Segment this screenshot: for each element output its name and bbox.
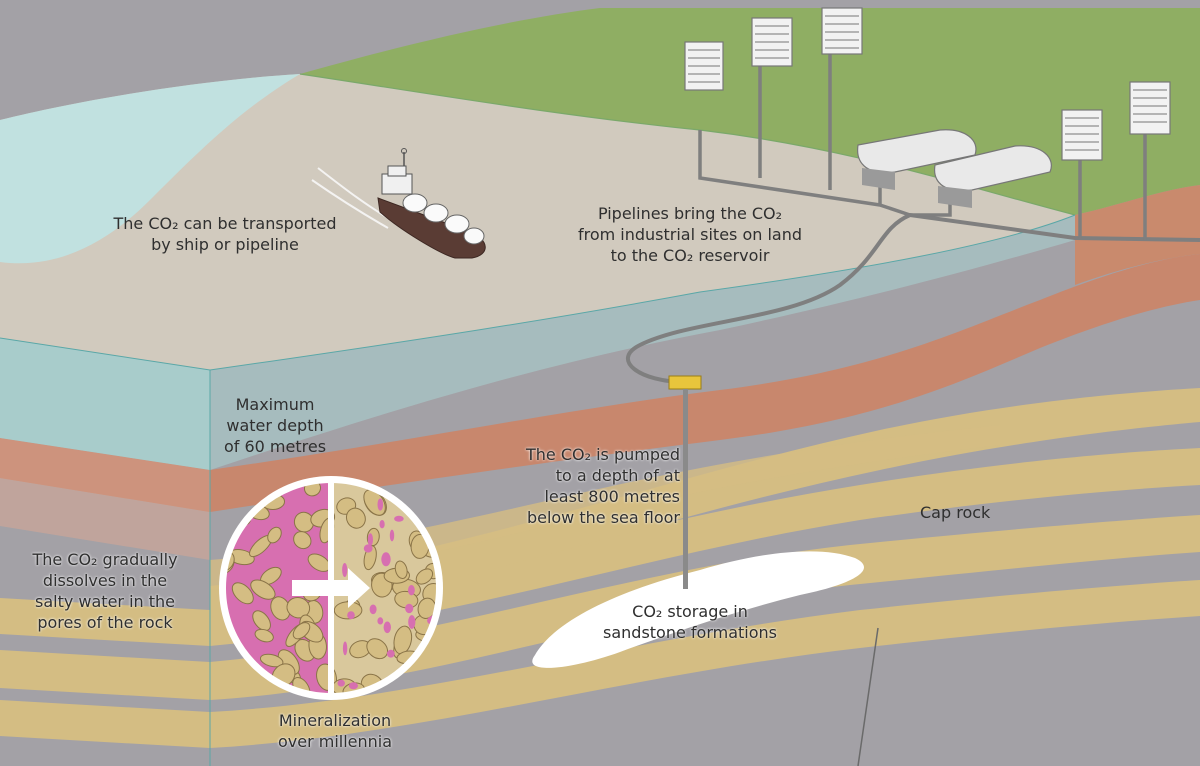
pipelines-label-line-1: Pipelines bring the CO₂: [597, 204, 783, 223]
water-depth-label: Maximum water depth of 60 metres: [205, 394, 345, 457]
capture-tower-2: [751, 17, 793, 67]
pumped-line-2: to a depth of at: [555, 466, 680, 485]
mineral-deposit: [342, 641, 348, 656]
industrial-building-1: [857, 129, 977, 190]
water-volume: [0, 215, 1075, 470]
pipelines-label-line-3: to the CO₂ reservoir: [610, 246, 770, 265]
storage-line-1: CO₂ storage in: [632, 602, 748, 621]
water-depth-line-3: of 60 metres: [223, 437, 327, 456]
rock-grain: [250, 579, 276, 600]
rock-grain: [252, 610, 271, 632]
wellhead: [668, 375, 702, 390]
rock-grain: [259, 653, 284, 668]
pumped-depth-label: The CO₂ is pumped to a depth of at least…: [470, 444, 680, 528]
fault-line: [857, 627, 879, 766]
capture-tower-4: [1061, 109, 1103, 161]
pumped-line-4: below the sea floor: [526, 508, 680, 527]
rock-grain: [254, 628, 274, 643]
pipeline-land-branch: [698, 50, 1147, 240]
industrial-building-2: [934, 145, 1052, 208]
mineral-deposit: [381, 552, 391, 567]
storage-line-2: sandstone formations: [603, 623, 777, 642]
water-depth-line-1: Maximum: [235, 395, 315, 414]
water-top-edge: [0, 214, 1076, 371]
rock-grain: [286, 597, 311, 619]
co2-storage-label: CO₂ storage in sandstone formations: [580, 601, 800, 643]
dissolves-line-4: pores of the rock: [37, 613, 173, 632]
mineral-deposit: [367, 533, 373, 547]
ship-label-line-1: The CO₂ can be transported: [113, 214, 337, 233]
dissolves-line-3: salty water in the: [34, 592, 175, 611]
co2-storage-formation: [532, 551, 864, 668]
sandstone-layer-deep-1: [0, 448, 1200, 646]
capture-tower-1: [684, 41, 724, 91]
dissolves-label: The CO₂ gradually dissolves in the salty…: [10, 549, 200, 633]
mineral-deposit: [389, 529, 395, 542]
mineral-deposit: [377, 617, 384, 625]
water-depth-line-2: water depth: [226, 416, 324, 435]
pipelines-label: Pipelines bring the CO₂ from industrial …: [540, 203, 840, 266]
mineral-deposit: [394, 515, 404, 522]
rock-grain: [394, 560, 408, 580]
mineralization-arrow: [292, 568, 370, 608]
injection-well: [683, 389, 688, 589]
mineralization-label: Mineralization over millennia: [250, 710, 420, 752]
capture-tower-3: [821, 7, 863, 55]
rock-grain: [415, 568, 434, 585]
mineral-deposit: [377, 498, 384, 511]
dissolves-line-1: The CO₂ gradually: [32, 550, 178, 569]
rock-grain: [292, 622, 311, 640]
sediment-front-face: [0, 438, 210, 560]
sea-surface: [0, 74, 300, 264]
seabed-surface: [0, 74, 1075, 370]
mineral-deposit: [386, 649, 395, 658]
mineral-deposit: [383, 621, 391, 634]
mineral-deposit: [342, 563, 348, 577]
pipelines-label-line-2: from industrial sites on land: [577, 225, 803, 244]
mineral-deposit: [348, 682, 358, 690]
mineral-deposit: [408, 615, 416, 629]
dissolves-line-2: dissolves in the: [42, 571, 168, 590]
land-front-soil: [1075, 185, 1200, 285]
rock-grain: [231, 582, 254, 605]
pipeline: [625, 212, 1200, 384]
mineral-deposit: [347, 611, 355, 620]
mineral-deposit: [363, 544, 373, 553]
ship: [377, 148, 486, 259]
rock-grain: [293, 531, 312, 550]
mineral-deposit: [337, 679, 345, 687]
mineral-deposit: [408, 585, 415, 596]
pumped-line-3: least 800 metres: [544, 487, 680, 506]
rock-grain: [333, 601, 363, 620]
water-front-face: [0, 338, 210, 470]
mineralization-line-1: Mineralization: [278, 711, 392, 730]
mineralization-line-2: over millennia: [277, 732, 393, 751]
sandstone-layer-deep-3: [0, 580, 1200, 748]
ship-transport-label: The CO₂ can be transported by ship or pi…: [90, 213, 360, 255]
ship-label-line-2: by ship or pipeline: [151, 235, 299, 254]
pumped-line-1: The CO₂ is pumped: [525, 445, 680, 464]
mineral-deposit: [369, 604, 377, 615]
cap-rock-label: Cap rock: [920, 502, 990, 523]
cap-rock-text: Cap rock: [920, 503, 991, 522]
rock-grain: [394, 590, 419, 609]
rock-grain: [366, 638, 389, 660]
rock-grain: [345, 507, 366, 529]
mineral-deposit: [405, 603, 414, 614]
mineral-deposit: [379, 520, 385, 529]
rock-grain: [267, 526, 282, 544]
capture-tower-5: [1129, 81, 1171, 135]
